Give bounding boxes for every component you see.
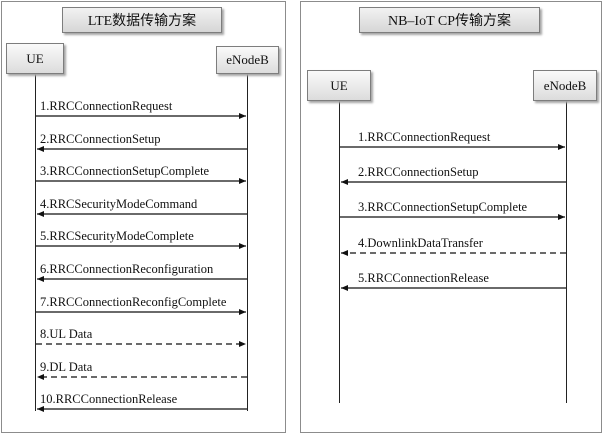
lte-message-label-4: 4.RRCSecurityModeCommand [40,197,198,211]
nbiot-message-label-2: 2.RRCConnectionSetup [358,165,479,179]
lte-message-label-10: 10.RRCConnectionRelease [40,392,178,406]
lte-message-label-7: 7.RRCConnectionReconfigComplete [40,295,227,309]
lte-enodeb-box: eNodeB [216,46,279,74]
nbiot-title: NB–IoT CP传输方案 [359,7,540,33]
nbiot-message-label-5: 5.RRCConnectionRelease [358,271,489,285]
lte-message-label-2: 2.RRCConnectionSetup [40,132,161,146]
lte-ue-box: UE [6,43,64,74]
lte-message-label-6: 6.RRCConnectionReconfiguration [40,262,214,276]
lte-ue-lifeline [35,74,36,411]
lte-title: LTE数据传输方案 [62,7,222,33]
nbiot-enb-lifeline [566,101,567,403]
lte-enb-lifeline [247,74,248,411]
nbiot-message-label-1: 1.RRCConnectionRequest [358,130,491,144]
nbiot-message-label-4: 4.DownlinkDataTransfer [358,236,483,250]
lte-message-label-9: 9.DL Data [40,360,93,374]
nbiot-ue-lifeline [339,101,340,403]
nbiot-message-label-3: 3.RRCConnectionSetupComplete [358,200,528,214]
nbiot-enodeb-box: eNodeB [533,70,597,101]
lte-message-label-5: 5.RRCSecurityModeComplete [40,229,194,243]
nbiot-ue-box: UE [307,70,371,101]
lte-message-label-1: 1.RRCConnectionRequest [40,99,173,113]
lte-message-label-3: 3.RRCConnectionSetupComplete [40,164,210,178]
lte-message-label-8: 8.UL Data [40,327,93,341]
